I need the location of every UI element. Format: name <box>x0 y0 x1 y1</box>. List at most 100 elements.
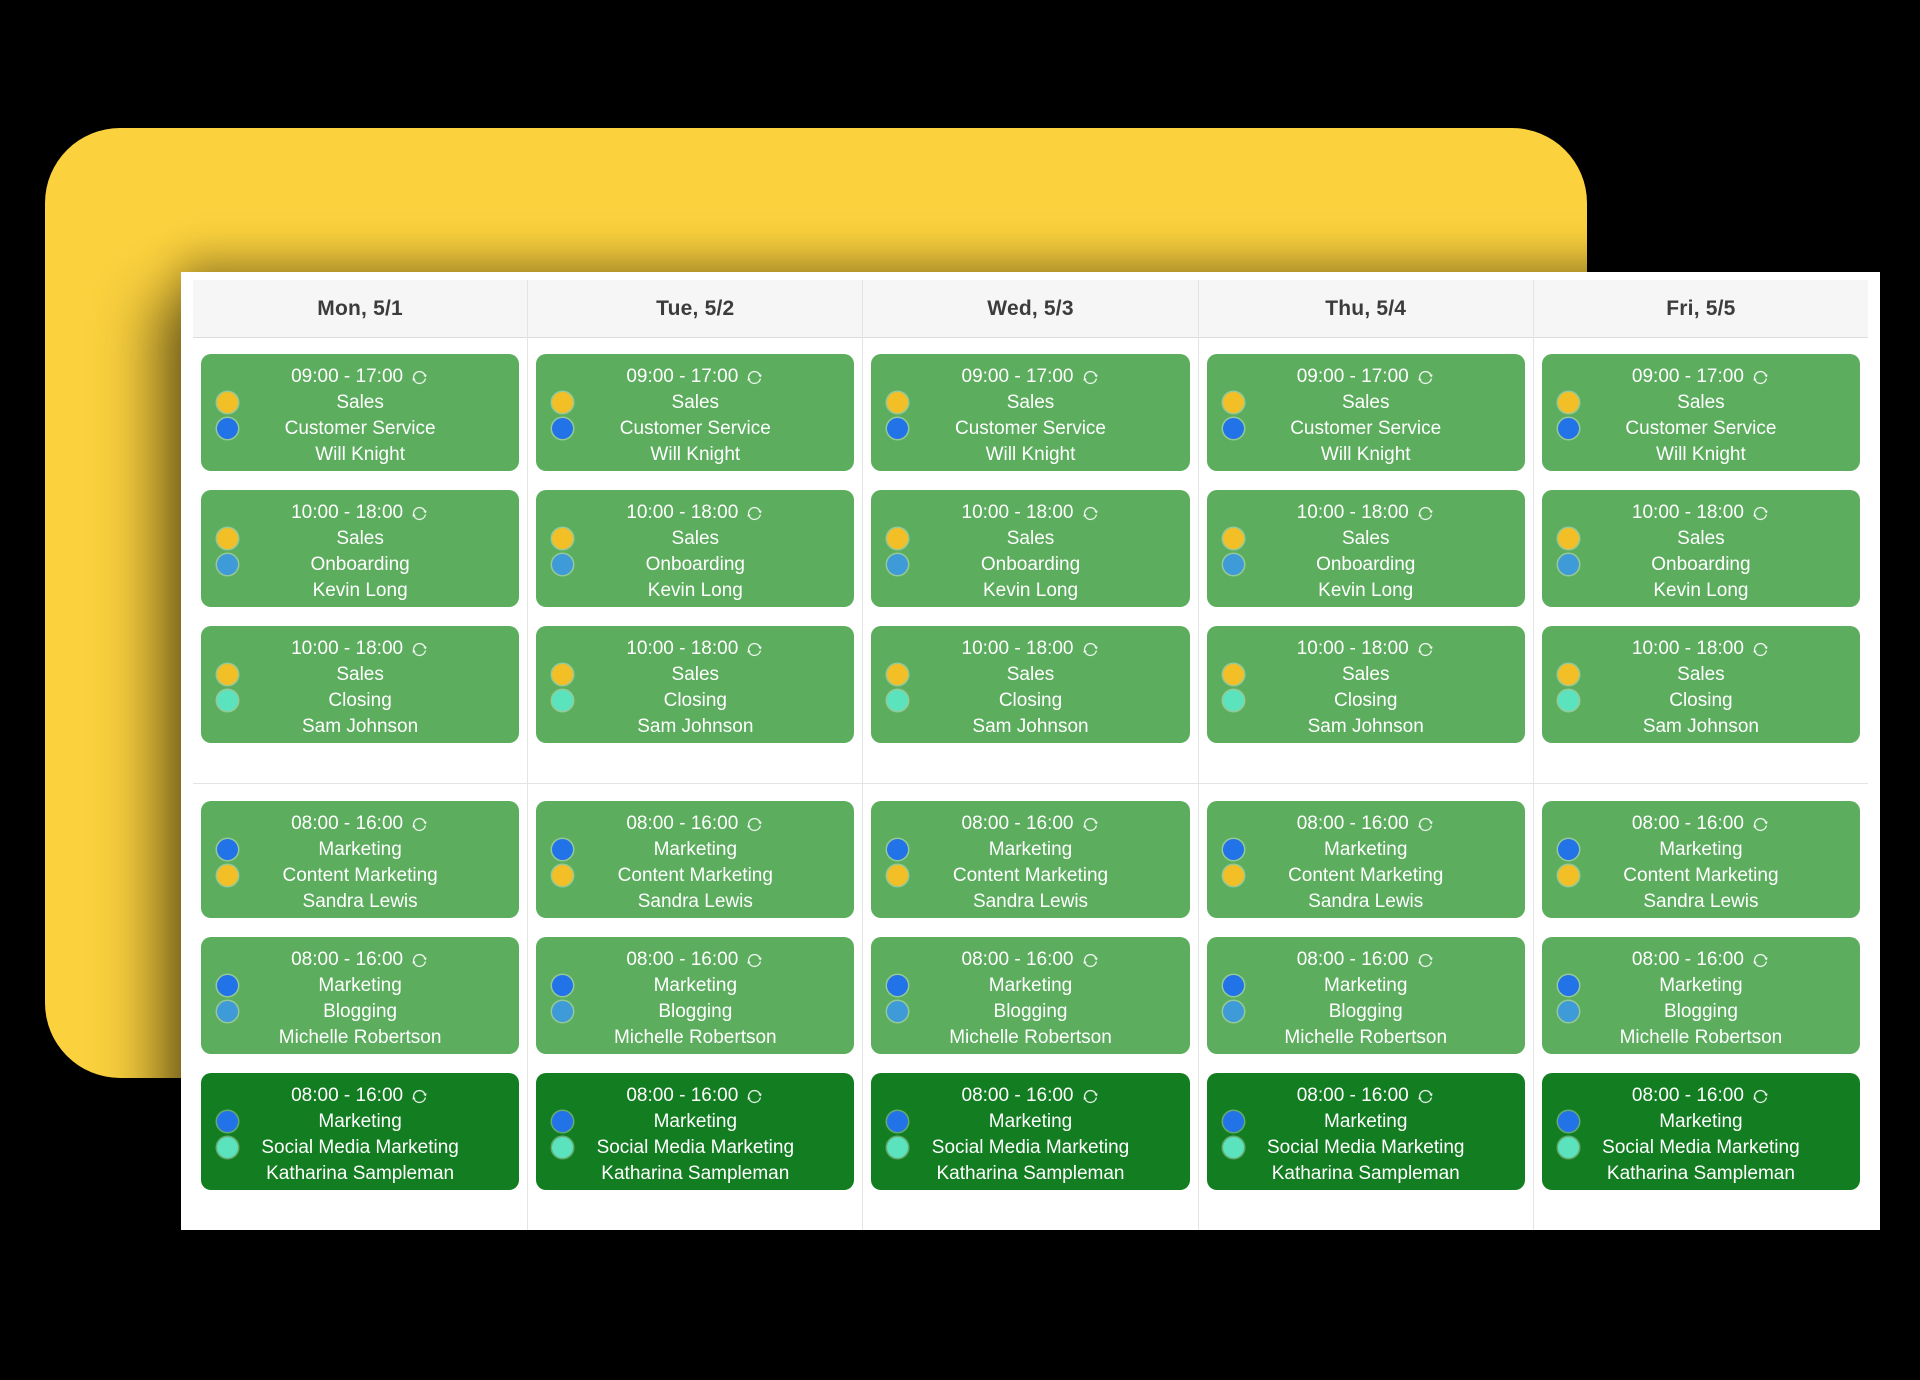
shift-card[interactable]: 10:00 - 18:00 Sales Closing Sam Johnson <box>1541 626 1861 743</box>
shift-team: Sales <box>671 664 720 685</box>
shift-time-row: 09:00 - 17:00 <box>201 364 519 390</box>
team-color-dot <box>887 392 909 413</box>
team-color-dot <box>887 528 909 549</box>
shift-time-row: 08:00 - 16:00 <box>1207 947 1525 973</box>
shift-card[interactable]: 08:00 - 16:00 Marketing Blogging Michell… <box>1541 937 1861 1054</box>
shift-role: Social Media Marketing <box>1266 1137 1465 1158</box>
shift-role: Customer Service <box>619 418 771 439</box>
shift-team: Marketing <box>1659 839 1743 860</box>
shift-time: 10:00 - 18:00 <box>291 638 404 659</box>
role-color-dot <box>1557 1001 1579 1022</box>
shift-time: 09:00 - 17:00 <box>291 366 404 387</box>
role-color-dot <box>217 865 238 886</box>
day-label: Fri, 5/5 <box>1666 296 1736 320</box>
sync-icon <box>1753 817 1768 831</box>
team-color-dot <box>1222 664 1244 685</box>
shift-card[interactable]: 09:00 - 17:00 Sales Customer Service Wil… <box>871 354 1190 471</box>
shift-time-row: 08:00 - 16:00 <box>871 811 1189 837</box>
shift-role: Customer Service <box>1290 418 1442 439</box>
shift-group-sales: 09:00 - 17:00 Sales Customer Service Wil… <box>1198 338 1533 784</box>
shift-card[interactable]: 08:00 - 16:00 Marketing Social Media Mar… <box>201 1073 520 1190</box>
shift-group-marketing: 08:00 - 16:00 Marketing Content Marketin… <box>1199 784 1533 1230</box>
shift-card[interactable]: 09:00 - 17:00 Sales Customer Service Wil… <box>1541 354 1861 471</box>
shift-card[interactable]: 09:00 - 17:00 Sales Customer Service Wil… <box>1206 354 1525 471</box>
sync-icon <box>1753 1089 1768 1103</box>
role-color-dot <box>217 690 238 711</box>
shift-person: Sandra Lewis <box>302 891 418 912</box>
shift-team: Sales <box>1677 528 1725 549</box>
sync-icon <box>1418 1089 1433 1103</box>
day-label: Mon, 5/1 <box>317 296 403 320</box>
sync-icon <box>1082 1089 1098 1103</box>
shift-card[interactable]: 10:00 - 18:00 Sales Closing Sam Johnson <box>1206 626 1525 743</box>
day-header: Tue, 5/2 <box>528 280 863 338</box>
shift-role: Customer Service <box>284 418 436 439</box>
shift-person: Katharina Sampleman <box>601 1163 790 1184</box>
team-color-dot <box>1557 528 1579 549</box>
shift-card[interactable]: 10:00 - 18:00 Sales Onboarding Kevin Lon… <box>871 490 1190 607</box>
shift-card[interactable]: 10:00 - 18:00 Sales Onboarding Kevin Lon… <box>201 490 520 607</box>
shift-card[interactable]: 09:00 - 17:00 Sales Customer Service Wil… <box>201 354 520 471</box>
shift-person: Sandra Lewis <box>1308 891 1424 912</box>
shift-role: Content Marketing <box>952 865 1109 886</box>
shift-time: 08:00 - 16:00 <box>961 1085 1074 1106</box>
shift-team: Sales <box>1006 392 1055 413</box>
shift-card[interactable]: 08:00 - 16:00 Marketing Social Media Mar… <box>871 1073 1190 1190</box>
shift-card[interactable]: 08:00 - 16:00 Marketing Content Marketin… <box>201 801 520 918</box>
shift-time: 08:00 - 16:00 <box>1631 949 1744 970</box>
shift-person: Michelle Robertson <box>613 1027 777 1048</box>
shift-card[interactable]: 10:00 - 18:00 Sales Closing Sam Johnson <box>536 626 855 743</box>
shift-card[interactable]: 08:00 - 16:00 Marketing Blogging Michell… <box>201 937 520 1054</box>
shift-time-row: 08:00 - 16:00 <box>201 1083 519 1109</box>
role-color-dot <box>1557 1137 1579 1158</box>
shift-card[interactable]: 08:00 - 16:00 Marketing Blogging Michell… <box>536 937 855 1054</box>
shift-role: Customer Service <box>1625 418 1777 439</box>
shift-card[interactable]: 09:00 - 17:00 Sales Customer Service Wil… <box>536 354 855 471</box>
role-color-dot <box>887 554 909 575</box>
shift-card[interactable]: 08:00 - 16:00 Marketing Content Marketin… <box>1541 801 1861 918</box>
shift-card[interactable]: 08:00 - 16:00 Marketing Social Media Mar… <box>536 1073 855 1190</box>
shift-time: 08:00 - 16:00 <box>626 949 739 970</box>
shift-card[interactable]: 10:00 - 18:00 Sales Onboarding Kevin Lon… <box>1541 490 1861 607</box>
shift-card[interactable]: 10:00 - 18:00 Sales Onboarding Kevin Lon… <box>536 490 855 607</box>
shift-team: Marketing <box>318 975 402 996</box>
shift-time-row: 08:00 - 16:00 <box>1542 947 1860 973</box>
shift-role: Blogging <box>993 1001 1068 1022</box>
sync-icon <box>1753 642 1768 656</box>
shift-time-row: 09:00 - 17:00 <box>1207 364 1525 390</box>
shift-role: Closing <box>998 690 1063 711</box>
team-color-dot <box>1222 392 1244 413</box>
shift-card[interactable]: 08:00 - 16:00 Marketing Blogging Michell… <box>871 937 1190 1054</box>
role-color-dot <box>217 1137 238 1158</box>
shift-team: Sales <box>1341 664 1390 685</box>
team-color-dot <box>217 392 238 413</box>
shift-card[interactable]: 10:00 - 18:00 Sales Closing Sam Johnson <box>871 626 1190 743</box>
shift-card[interactable]: 08:00 - 16:00 Marketing Blogging Michell… <box>1206 937 1525 1054</box>
shift-card[interactable]: 08:00 - 16:00 Marketing Social Media Mar… <box>1206 1073 1525 1190</box>
sync-icon <box>412 506 427 520</box>
shift-team: Sales <box>1341 528 1390 549</box>
day-column: Thu, 5/4 09:00 - 17:00 Sales Customer Se… <box>1198 280 1534 1230</box>
shift-time-row: 10:00 - 18:00 <box>201 636 519 662</box>
shift-card[interactable]: 10:00 - 18:00 Sales Onboarding Kevin Lon… <box>1206 490 1525 607</box>
shift-time: 10:00 - 18:00 <box>626 638 739 659</box>
shift-team: Sales <box>1006 664 1055 685</box>
team-color-dot <box>1222 1111 1244 1132</box>
shift-card[interactable]: 08:00 - 16:00 Marketing Social Media Mar… <box>1541 1073 1861 1190</box>
sync-icon <box>1082 953 1098 967</box>
sync-icon <box>1418 642 1433 656</box>
role-color-dot <box>1557 418 1579 439</box>
shift-card[interactable]: 08:00 - 16:00 Marketing Content Marketin… <box>1206 801 1525 918</box>
shift-person: Michelle Robertson <box>1284 1027 1448 1048</box>
shift-time: 10:00 - 18:00 <box>961 638 1074 659</box>
sync-icon <box>747 506 762 520</box>
shift-role: Customer Service <box>955 418 1106 439</box>
shift-time: 10:00 - 18:00 <box>1296 638 1409 659</box>
sync-icon <box>1753 370 1768 384</box>
sync-icon <box>747 817 762 831</box>
sync-icon <box>412 953 427 967</box>
shift-person: Sam Johnson <box>1307 716 1424 737</box>
shift-card[interactable]: 10:00 - 18:00 Sales Closing Sam Johnson <box>201 626 520 743</box>
shift-card[interactable]: 08:00 - 16:00 Marketing Content Marketin… <box>871 801 1190 918</box>
shift-card[interactable]: 08:00 - 16:00 Marketing Content Marketin… <box>536 801 855 918</box>
